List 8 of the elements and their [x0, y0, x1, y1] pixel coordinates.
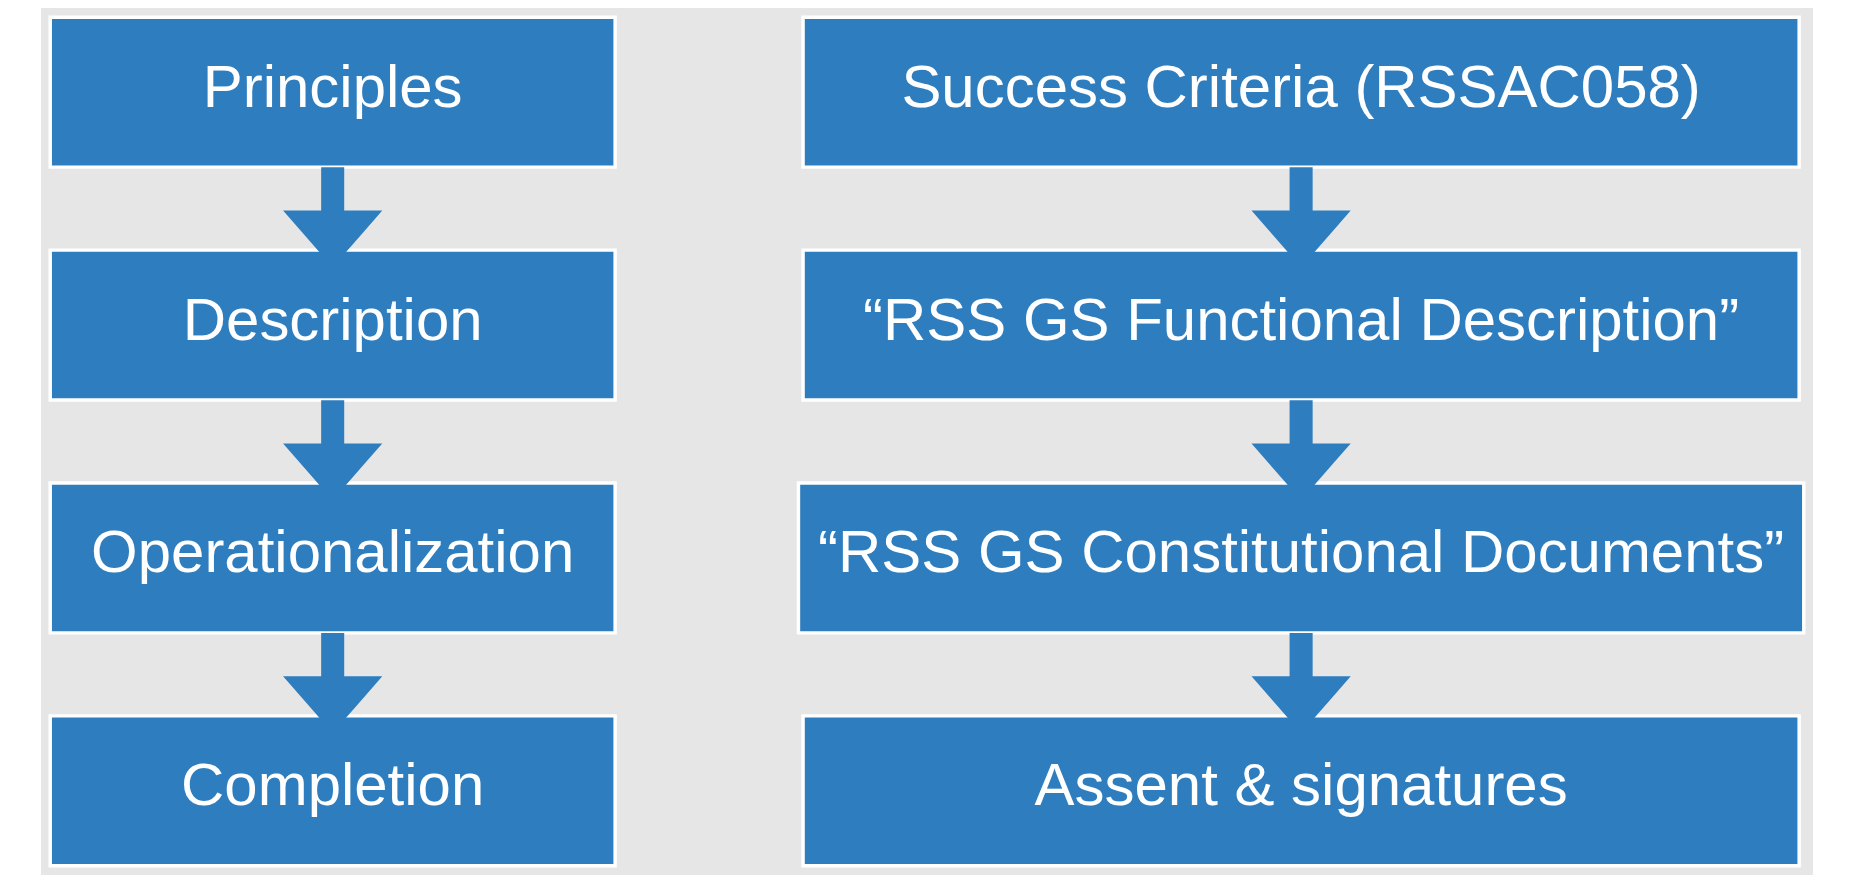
node-box: Principles	[48, 15, 617, 169]
node-box: “RSS GS Functional Description”	[801, 248, 1801, 402]
node-box: Assent & signatures	[801, 714, 1801, 868]
node-box: Description	[48, 248, 617, 402]
node-box: Success Criteria (RSSAC058)	[801, 15, 1801, 169]
node-box: Operationalization	[48, 481, 617, 635]
node-box: Completion	[48, 714, 617, 868]
node-box: “RSS GS Constitutional Documents”	[796, 481, 1806, 635]
